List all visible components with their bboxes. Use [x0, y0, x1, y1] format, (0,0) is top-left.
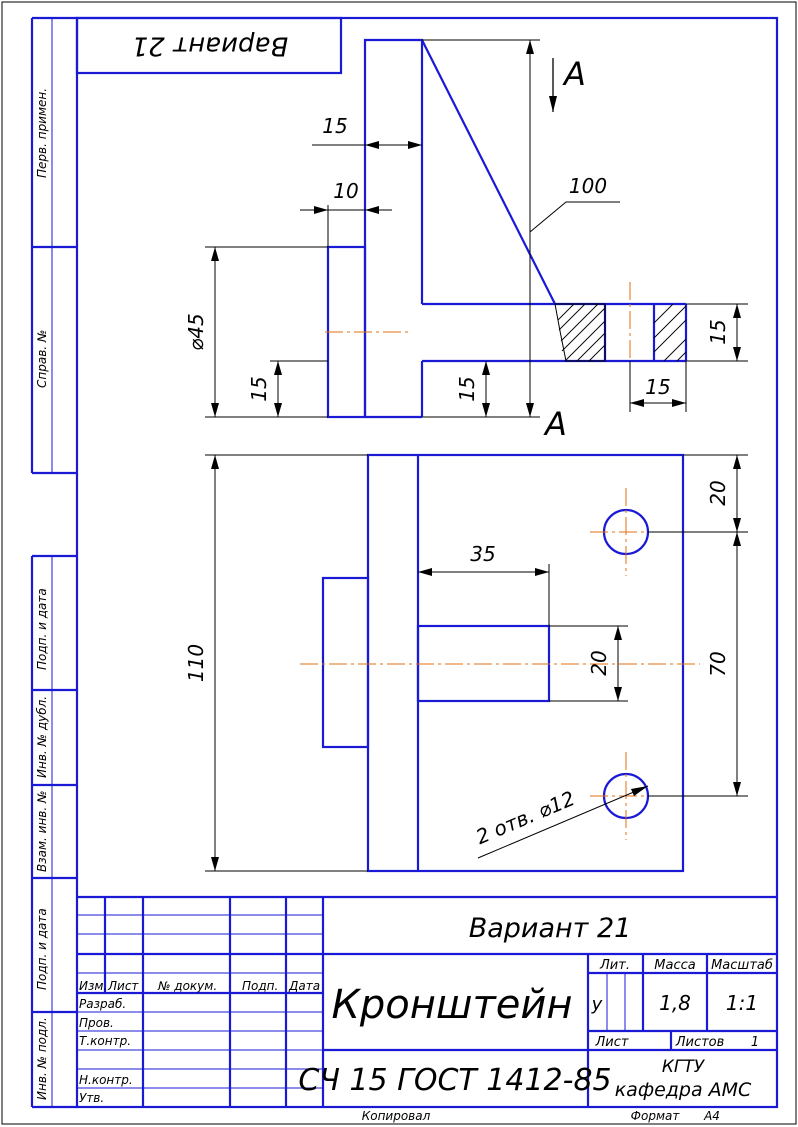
- lit-value: у: [591, 994, 603, 1015]
- side-strip: Перв. примен. Справ. № Подп. и дата Инв.…: [30, 16, 77, 1109]
- col-data: Дата: [288, 979, 320, 993]
- row-tkontr: Т.контр.: [79, 1034, 131, 1048]
- dim-width-35: 35: [470, 542, 495, 566]
- dim-length-100: 100: [569, 174, 607, 198]
- inner-frame: [75, 16, 779, 1109]
- dim-spacing-70: 70: [706, 651, 730, 676]
- col-izm: Изм.: [79, 979, 107, 993]
- dim-top-10: 10: [333, 179, 358, 203]
- listov-value: 1: [751, 1035, 759, 1050]
- side-label-inv-dubl: Инв. № дубл.: [35, 696, 49, 778]
- row-prov: Пров.: [79, 1016, 114, 1030]
- format-value: А4: [703, 1109, 720, 1123]
- dim-offset-20: 20: [706, 480, 730, 505]
- col-podp: Подп.: [242, 979, 278, 993]
- dim-hole-20: 20: [587, 650, 611, 675]
- dim-height-110: 110: [184, 644, 208, 682]
- hatch-right: [653, 303, 687, 362]
- title-material: СЧ 15 ГОСТ 1412-85: [298, 1063, 611, 1098]
- listov-label: Листов: [675, 1035, 725, 1050]
- side-label-podp-data-2: Подп. и дата: [35, 908, 49, 990]
- dim-dia-45: ⌀45: [184, 313, 208, 351]
- format-label: Формат: [631, 1109, 681, 1123]
- section-label-top: А: [562, 55, 586, 93]
- dim-top-15: 15: [322, 114, 347, 138]
- corner-stamp-text: Вариант 21: [132, 31, 289, 61]
- kopiroval-label: Копировал: [362, 1109, 431, 1123]
- list-label: Лист: [595, 1035, 629, 1050]
- dim-left-15: 15: [247, 376, 271, 401]
- title-block: Вариант 21 Кронштейн СЧ 15 ГОСТ 1412-85 …: [77, 895, 777, 1123]
- org-line-1: КГТУ: [662, 1057, 706, 1077]
- dim-right-15-v: 15: [706, 319, 730, 344]
- side-label-podp-data-1: Подп. и дата: [35, 588, 49, 670]
- top-view: 15 10 100 А А ⌀45 15: [184, 38, 748, 443]
- title-variant: Вариант 21: [469, 913, 632, 944]
- row-utv: Утв.: [79, 1091, 104, 1105]
- dim-holes-note: 2 отв. ⌀12: [472, 786, 578, 849]
- row-razrab: Разраб.: [79, 997, 126, 1011]
- section-label-bottom: А: [543, 405, 567, 443]
- hatch-left: [554, 303, 606, 362]
- side-label-sprav-no: Справ. №: [35, 330, 49, 388]
- masshtab-value: 1:1: [726, 991, 758, 1015]
- side-label-perv-primen: Перв. примен.: [35, 88, 49, 178]
- massa-value: 1,8: [659, 991, 691, 1015]
- masshtab-label: Масштаб: [711, 958, 773, 973]
- dim-right-15-h: 15: [645, 375, 670, 399]
- side-label-vzam-inv: Взам. инв. №: [35, 791, 49, 872]
- dim-mid-15: 15: [455, 376, 479, 401]
- row-nkontr: Н.контр.: [79, 1073, 133, 1087]
- front-view: 110 35 20 20 70 2 отв. ⌀12: [184, 453, 748, 873]
- org-line-2: кафедра АМС: [615, 1079, 752, 1101]
- col-dokum: № докум.: [157, 979, 217, 993]
- massa-label: Масса: [654, 958, 695, 973]
- lit-label: Лит.: [599, 958, 630, 973]
- title-part-name: Кронштейн: [331, 982, 572, 1028]
- col-list: Лист: [107, 979, 139, 993]
- side-label-inv-podl: Инв. № подл.: [35, 1017, 49, 1100]
- corner-stamp: Вариант 21: [75, 16, 343, 75]
